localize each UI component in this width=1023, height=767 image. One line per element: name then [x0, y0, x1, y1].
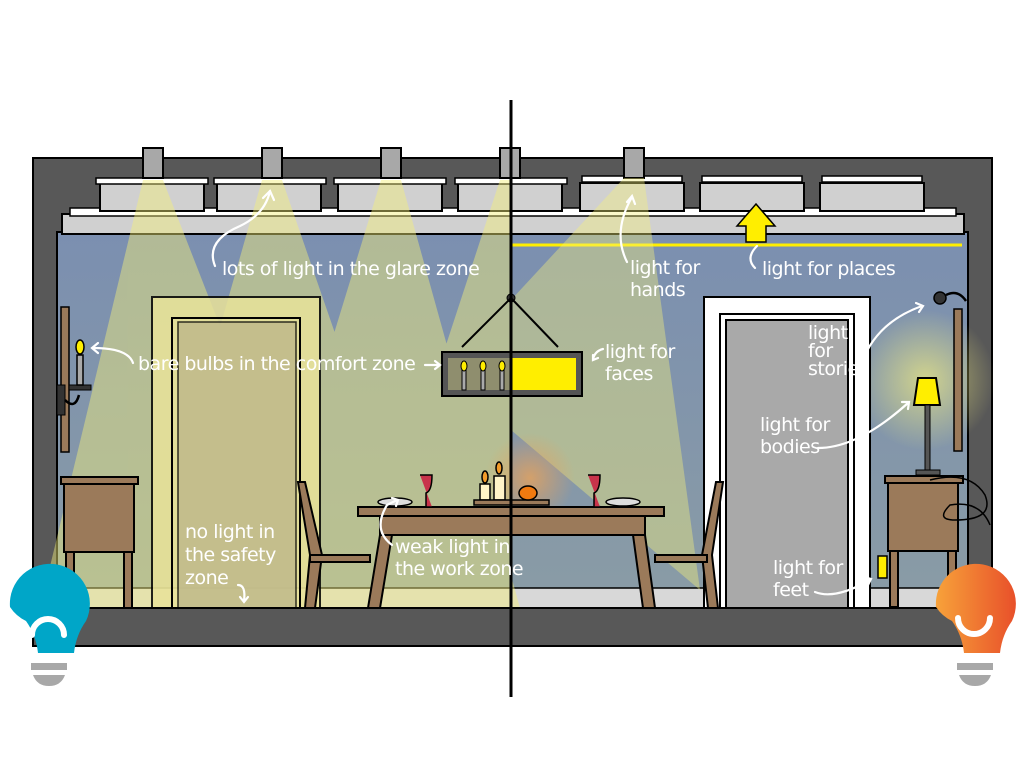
up-arrow-icon	[735, 202, 777, 243]
table-lamp	[912, 377, 942, 476]
label-comfort-zone: bare bulbs in the comfort zone	[138, 353, 415, 375]
downlight-can	[380, 147, 402, 179]
downlight-can	[142, 147, 164, 179]
annotation-labels: lots of light in the glare zone bare bul…	[138, 257, 896, 601]
downlight-can	[261, 147, 283, 179]
night-light	[877, 555, 888, 579]
side-table-right	[884, 475, 964, 608]
label-places: light for places	[762, 258, 895, 280]
candle-sconce	[56, 306, 92, 453]
door-left	[151, 296, 321, 609]
table-setting	[377, 461, 641, 508]
annotation-arrows	[90, 189, 925, 604]
reading-sconce	[933, 291, 968, 452]
hands-light-cone	[511, 178, 700, 590]
frowning-bulb-icon	[9, 563, 90, 686]
downlight-can	[623, 147, 645, 179]
smiling-bulb-icon	[935, 563, 1016, 686]
ceiling-molding	[61, 213, 965, 235]
label-glare-zone: lots of light in the glare zone	[222, 258, 479, 280]
scribble-mark	[929, 476, 991, 526]
